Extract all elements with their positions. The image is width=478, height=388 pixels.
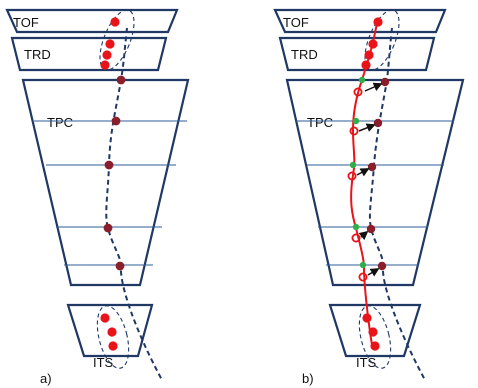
its-hit bbox=[368, 327, 378, 337]
tpc-cluster bbox=[377, 261, 387, 271]
arrow-icon bbox=[364, 82, 383, 92]
its-hit bbox=[108, 341, 118, 351]
green-points bbox=[349, 76, 367, 269]
green-point bbox=[352, 117, 360, 125]
its-hit bbox=[100, 313, 110, 323]
its-hit bbox=[107, 327, 117, 337]
refit-point-open bbox=[349, 126, 359, 136]
tpc-label: TPC bbox=[47, 115, 73, 130]
tof-hits bbox=[110, 17, 120, 27]
tof-detector bbox=[273, 8, 447, 34]
its-label: ITS bbox=[93, 355, 114, 370]
tpc-label: TPC bbox=[307, 115, 333, 130]
tpc-pad-rows bbox=[34, 120, 187, 266]
trd-detector bbox=[278, 36, 436, 72]
its-detector bbox=[66, 303, 154, 358]
assignment-arrows bbox=[356, 82, 383, 277]
tof-hit bbox=[110, 17, 120, 27]
tpc-detector bbox=[21, 78, 190, 287]
green-point bbox=[352, 223, 360, 231]
panel-a-label: a) bbox=[40, 371, 52, 386]
trd-hit bbox=[364, 50, 374, 60]
its-hits bbox=[100, 313, 118, 351]
tpc-detector bbox=[285, 78, 465, 287]
refit-point-open bbox=[358, 272, 368, 282]
arrow-icon bbox=[358, 123, 376, 132]
trd-detector bbox=[10, 36, 168, 72]
its-hits bbox=[362, 313, 380, 351]
tpc-pad-rows bbox=[296, 120, 454, 266]
tpc-cluster bbox=[115, 261, 125, 271]
tpc-cluster bbox=[380, 77, 390, 87]
refit-point-open bbox=[353, 87, 363, 97]
trd-label: TRD bbox=[24, 47, 51, 62]
its-hit bbox=[370, 341, 380, 351]
tpc-cluster bbox=[104, 160, 114, 170]
tof-detector bbox=[5, 8, 179, 34]
tpc-cluster bbox=[111, 116, 121, 126]
tof-hit bbox=[373, 17, 383, 27]
refit-point-open bbox=[347, 171, 357, 181]
trd-hit bbox=[100, 60, 110, 70]
tpc-cluster bbox=[103, 223, 113, 233]
trd-hit bbox=[361, 60, 371, 70]
panel-a: TOF TRD TPC ITS bbox=[5, 8, 190, 386]
arrow-icon bbox=[358, 230, 369, 241]
tpc-cluster bbox=[373, 118, 383, 128]
its-hit bbox=[362, 313, 372, 323]
refit-points bbox=[347, 87, 368, 282]
panel-b-label: b) bbox=[302, 371, 314, 386]
its-detector bbox=[328, 303, 422, 358]
green-point bbox=[349, 161, 357, 169]
trd-hit bbox=[368, 39, 378, 49]
its-match-window bbox=[96, 305, 130, 369]
panel-b: TOF TRD TPC ITS bbox=[273, 8, 465, 386]
arrow-icon bbox=[356, 168, 370, 177]
trd-hits bbox=[100, 39, 115, 70]
tpc-cluster bbox=[366, 224, 376, 234]
tpc-cluster bbox=[367, 162, 377, 172]
trd-hit bbox=[102, 50, 112, 60]
green-point bbox=[358, 76, 366, 84]
its-label: ITS bbox=[356, 355, 377, 370]
trd-hit bbox=[105, 39, 115, 49]
tpc-clusters bbox=[103, 75, 126, 271]
green-point bbox=[359, 261, 367, 269]
tof-trd-match-window bbox=[99, 9, 135, 71]
tof-label: TOF bbox=[13, 15, 39, 30]
trd-hits bbox=[361, 39, 378, 70]
tof-label: TOF bbox=[283, 15, 309, 30]
tof-hits bbox=[373, 17, 383, 27]
arrow-icon bbox=[367, 268, 380, 277]
trd-label: TRD bbox=[291, 47, 318, 62]
tpc-clusters bbox=[366, 77, 390, 271]
tof-trd-match-window bbox=[364, 9, 400, 71]
tpc-cluster bbox=[116, 75, 126, 85]
